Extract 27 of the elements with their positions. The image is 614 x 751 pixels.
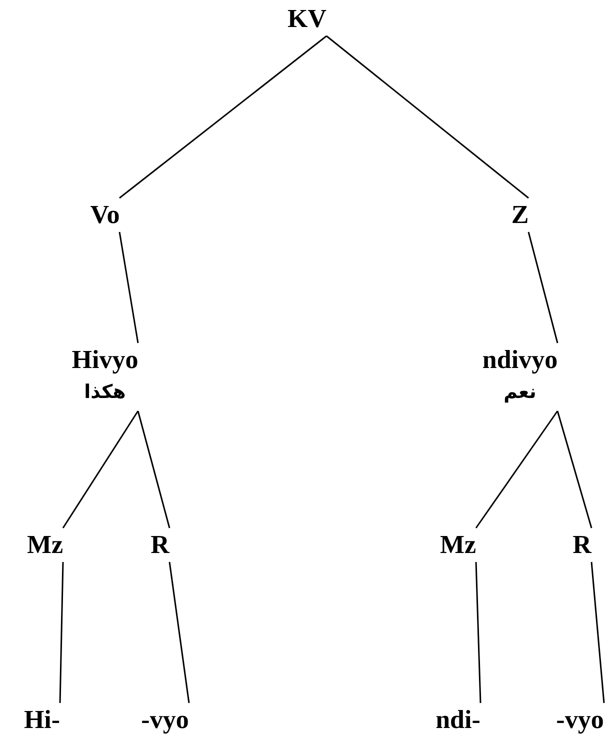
tree-label: Mz [26, 530, 64, 560]
tree-line [118, 232, 139, 344]
tree-line [475, 562, 482, 704]
tree-line [62, 410, 139, 528]
tree-line [326, 35, 529, 199]
tree-line [137, 410, 170, 528]
tree-label: Hi- [24, 705, 60, 735]
tree-line [590, 562, 605, 704]
tree-label: R [572, 530, 592, 560]
tree-label: ndivyo [482, 345, 558, 375]
tree-line [168, 562, 190, 704]
tree-label: Z [511, 200, 529, 230]
gloss-label: هكذا [84, 380, 126, 405]
tree-label: -vyo [556, 705, 604, 735]
tree-line [119, 35, 327, 199]
gloss-label: نعم [504, 380, 536, 405]
tree-label: Vo [90, 200, 120, 230]
tree-line [556, 410, 592, 528]
tree-label: -vyo [141, 705, 189, 735]
tree-label: Mz [440, 530, 476, 560]
tree-line [475, 410, 558, 528]
tree-label: Hivyo [72, 345, 138, 375]
tree-label: ndi- [436, 705, 480, 735]
tree-line [59, 562, 64, 704]
tree-label: KV [288, 4, 326, 34]
tree-label: R [150, 530, 170, 560]
tree-line [528, 232, 558, 344]
